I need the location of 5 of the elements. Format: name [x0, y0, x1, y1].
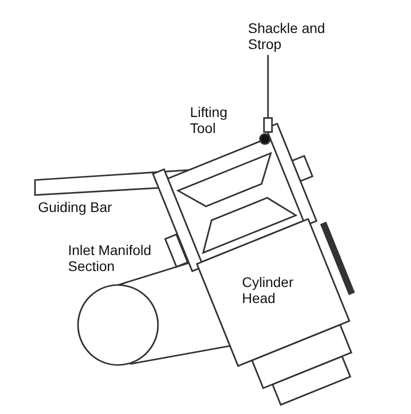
part-label: Inlet Manifold Section: [68, 242, 152, 274]
part-label: Shackle and Strop: [248, 20, 326, 52]
part-label: Cylinder Head: [242, 274, 294, 306]
part-label: Guiding Bar: [38, 199, 113, 215]
part-label: Lifting Tool: [190, 104, 228, 136]
